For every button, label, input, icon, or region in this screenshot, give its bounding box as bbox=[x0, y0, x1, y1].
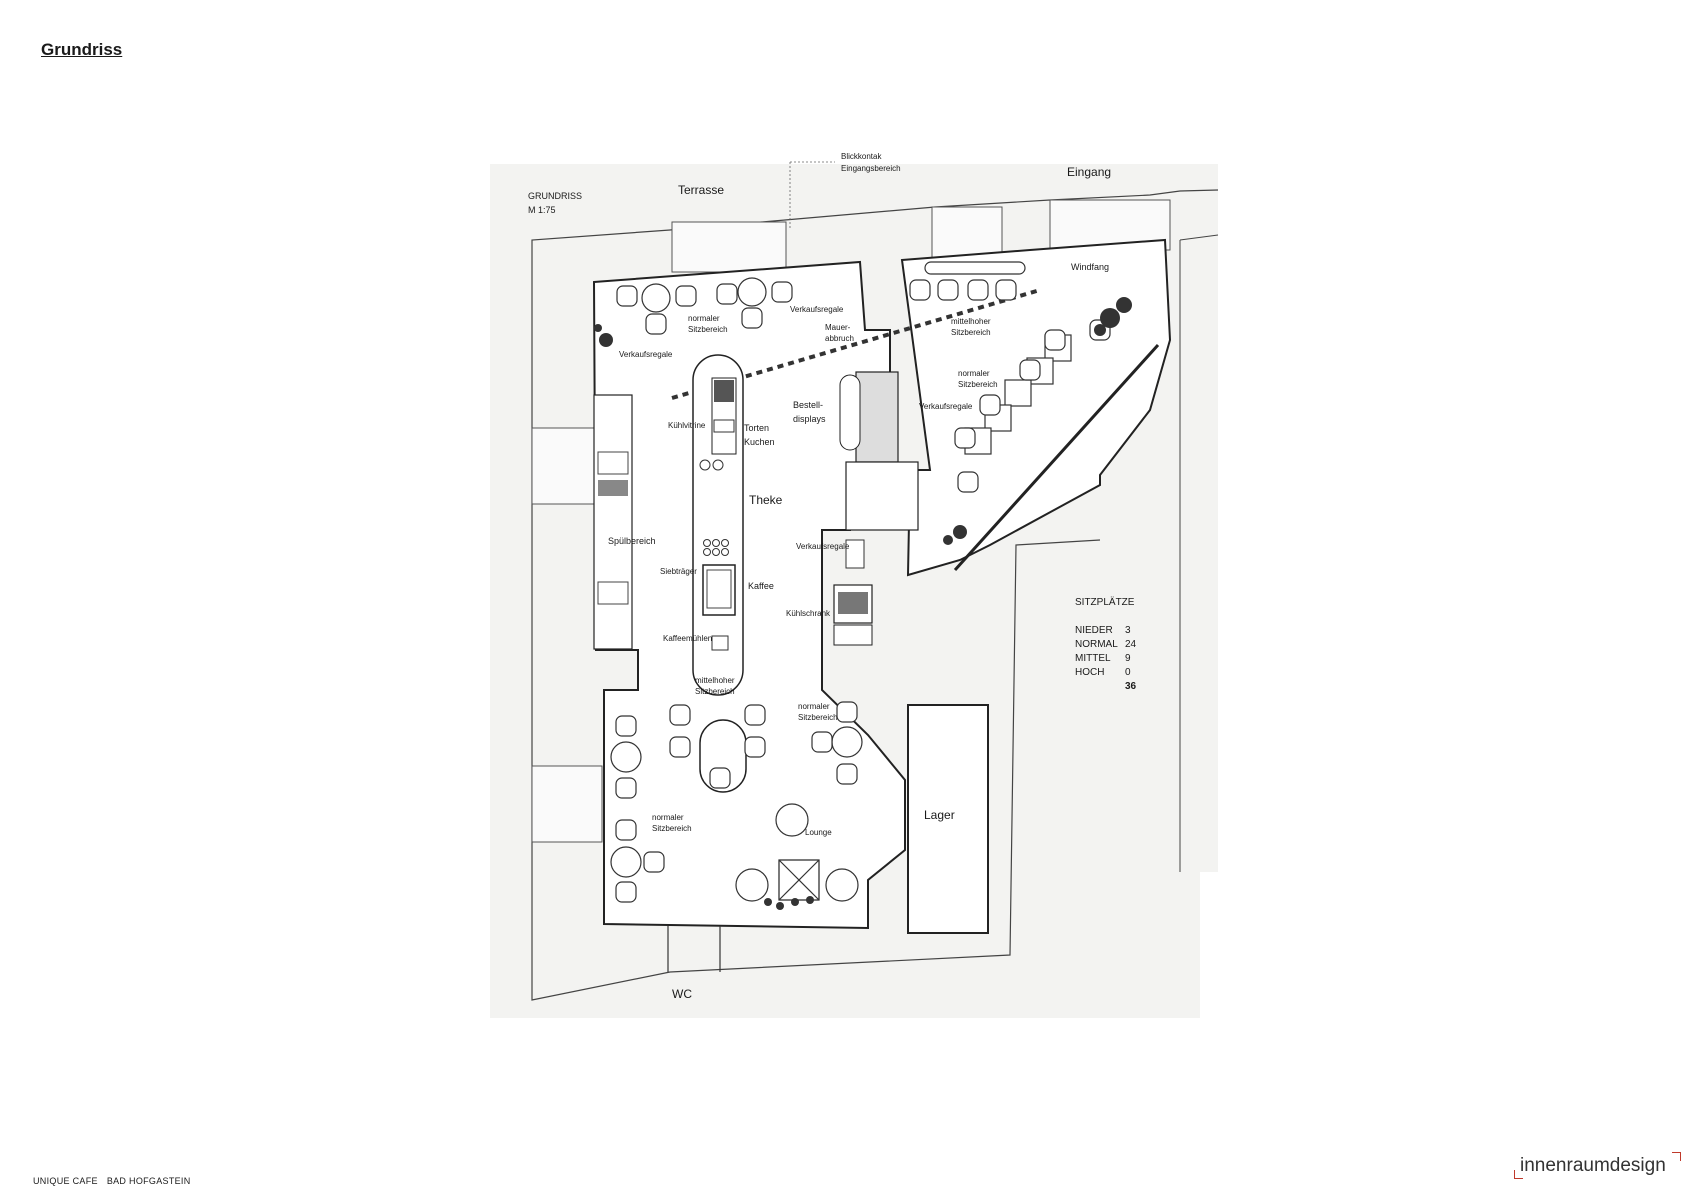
seat-row: NIEDER 3 bbox=[1075, 624, 1136, 638]
label-blickkontakt: Blickkontak bbox=[841, 152, 882, 161]
furniture bbox=[610, 277, 863, 903]
label-kuehlvitrine: Kühlvitrine bbox=[668, 421, 706, 430]
brand-logo: innenraumdesign bbox=[1520, 1155, 1666, 1176]
label-kaffeemuehlen: Kaffeemühlen bbox=[663, 634, 713, 643]
sightline bbox=[671, 288, 1041, 400]
seat-count-table: SITZPLÄTZE NIEDER 3 NORMAL 24 MITTEL 9 HOCH… bbox=[1075, 596, 1136, 694]
label-siebtraeger: Siebträger bbox=[660, 567, 697, 576]
seat-row-label: NIEDER bbox=[1075, 625, 1113, 636]
page-title: Grundriss bbox=[41, 40, 123, 59]
label-eingang: Eingang bbox=[1067, 165, 1112, 179]
label-theke: Theke bbox=[749, 493, 783, 507]
label-abbruch: abbruch bbox=[825, 334, 854, 343]
plan-scale: M 1:75 bbox=[528, 205, 556, 215]
label-normaler-bottom: normaler bbox=[652, 813, 684, 822]
label-sitzbereich-bottom: Sitzbereich bbox=[652, 824, 692, 833]
label-mauer: Mauer- bbox=[825, 323, 851, 332]
seat-total: 36 bbox=[1125, 681, 1137, 692]
plant-icon bbox=[594, 297, 1132, 910]
label-sitzbereich-top: Sitzbereich bbox=[688, 325, 728, 334]
label-torten: Torten bbox=[744, 423, 770, 433]
outer-wall bbox=[531, 189, 1219, 1001]
label-verkaufsregale-mid: Verkaufsregale bbox=[796, 542, 850, 551]
seat-row: MITTEL 9 bbox=[1075, 652, 1136, 666]
label-displays: displays bbox=[793, 414, 826, 424]
label-kuehlschrank: Kühlschrank bbox=[786, 609, 831, 618]
seat-row-value: 0 bbox=[1125, 667, 1131, 678]
label-verkaufsregale-left: Verkaufsregale bbox=[619, 350, 673, 359]
label-mittelhoher-right: mittelhoher bbox=[951, 317, 991, 326]
left-shelf bbox=[593, 394, 633, 650]
seat-row-value: 24 bbox=[1125, 639, 1137, 650]
label-normaler-right: normaler bbox=[958, 369, 990, 378]
label-kaffee: Kaffee bbox=[748, 581, 774, 591]
seat-row: HOCH 0 bbox=[1075, 666, 1136, 680]
label-lounge: Lounge bbox=[805, 828, 832, 837]
seat-row-label: HOCH bbox=[1075, 667, 1105, 678]
label-lager: Lager bbox=[924, 808, 955, 822]
label-spuelbereich: Spülbereich bbox=[608, 536, 656, 546]
seat-row-value: 9 bbox=[1125, 653, 1131, 664]
footer-project-name: UNIQUE CAFE bbox=[33, 1176, 98, 1186]
label-sitzbereich-theke: Sitzbereich bbox=[695, 687, 735, 696]
label-normaler-mid: normaler bbox=[798, 702, 830, 711]
seat-row-label: MITTEL bbox=[1075, 653, 1111, 664]
seat-row-value: 3 bbox=[1125, 625, 1131, 636]
label-verkaufsregale-right: Verkaufsregale bbox=[919, 402, 973, 411]
label-terrasse: Terrasse bbox=[678, 183, 725, 197]
plan-header-title: GRUNDRISS bbox=[528, 191, 583, 201]
label-wc: WC bbox=[672, 987, 692, 1001]
label-sitzbereich-mid: Sitzbereich bbox=[798, 713, 838, 722]
brand-corner-right bbox=[1672, 1152, 1681, 1161]
label-windfang: Windfang bbox=[1071, 262, 1110, 272]
brand-corner-left bbox=[1514, 1170, 1523, 1179]
window-bays bbox=[531, 199, 1171, 843]
label-sitzbereich-right2: Sitzbereich bbox=[958, 380, 998, 389]
footer-project: UNIQUE CAFE BAD HOFGASTEIN bbox=[33, 1176, 191, 1186]
label-bestell: Bestell- bbox=[793, 400, 824, 410]
seat-table-title: SITZPLÄTZE bbox=[1075, 597, 1135, 608]
label-eingangsbereich: Eingangsbereich bbox=[841, 164, 901, 173]
seat-row: NORMAL 24 bbox=[1075, 638, 1136, 652]
label-kuchen: Kuchen bbox=[744, 437, 775, 447]
label-sitzbereich-right: Sitzbereich bbox=[951, 328, 991, 337]
storage-lager bbox=[907, 704, 989, 934]
label-normaler-top: normaler bbox=[688, 314, 720, 323]
seat-row-label: NORMAL bbox=[1075, 639, 1118, 650]
footer-location: BAD HOFGASTEIN bbox=[106, 1176, 191, 1186]
label-mittelhoher-theke: mittelhoher bbox=[695, 676, 735, 685]
label-verkaufsregale-top: Verkaufsregale bbox=[790, 305, 844, 314]
